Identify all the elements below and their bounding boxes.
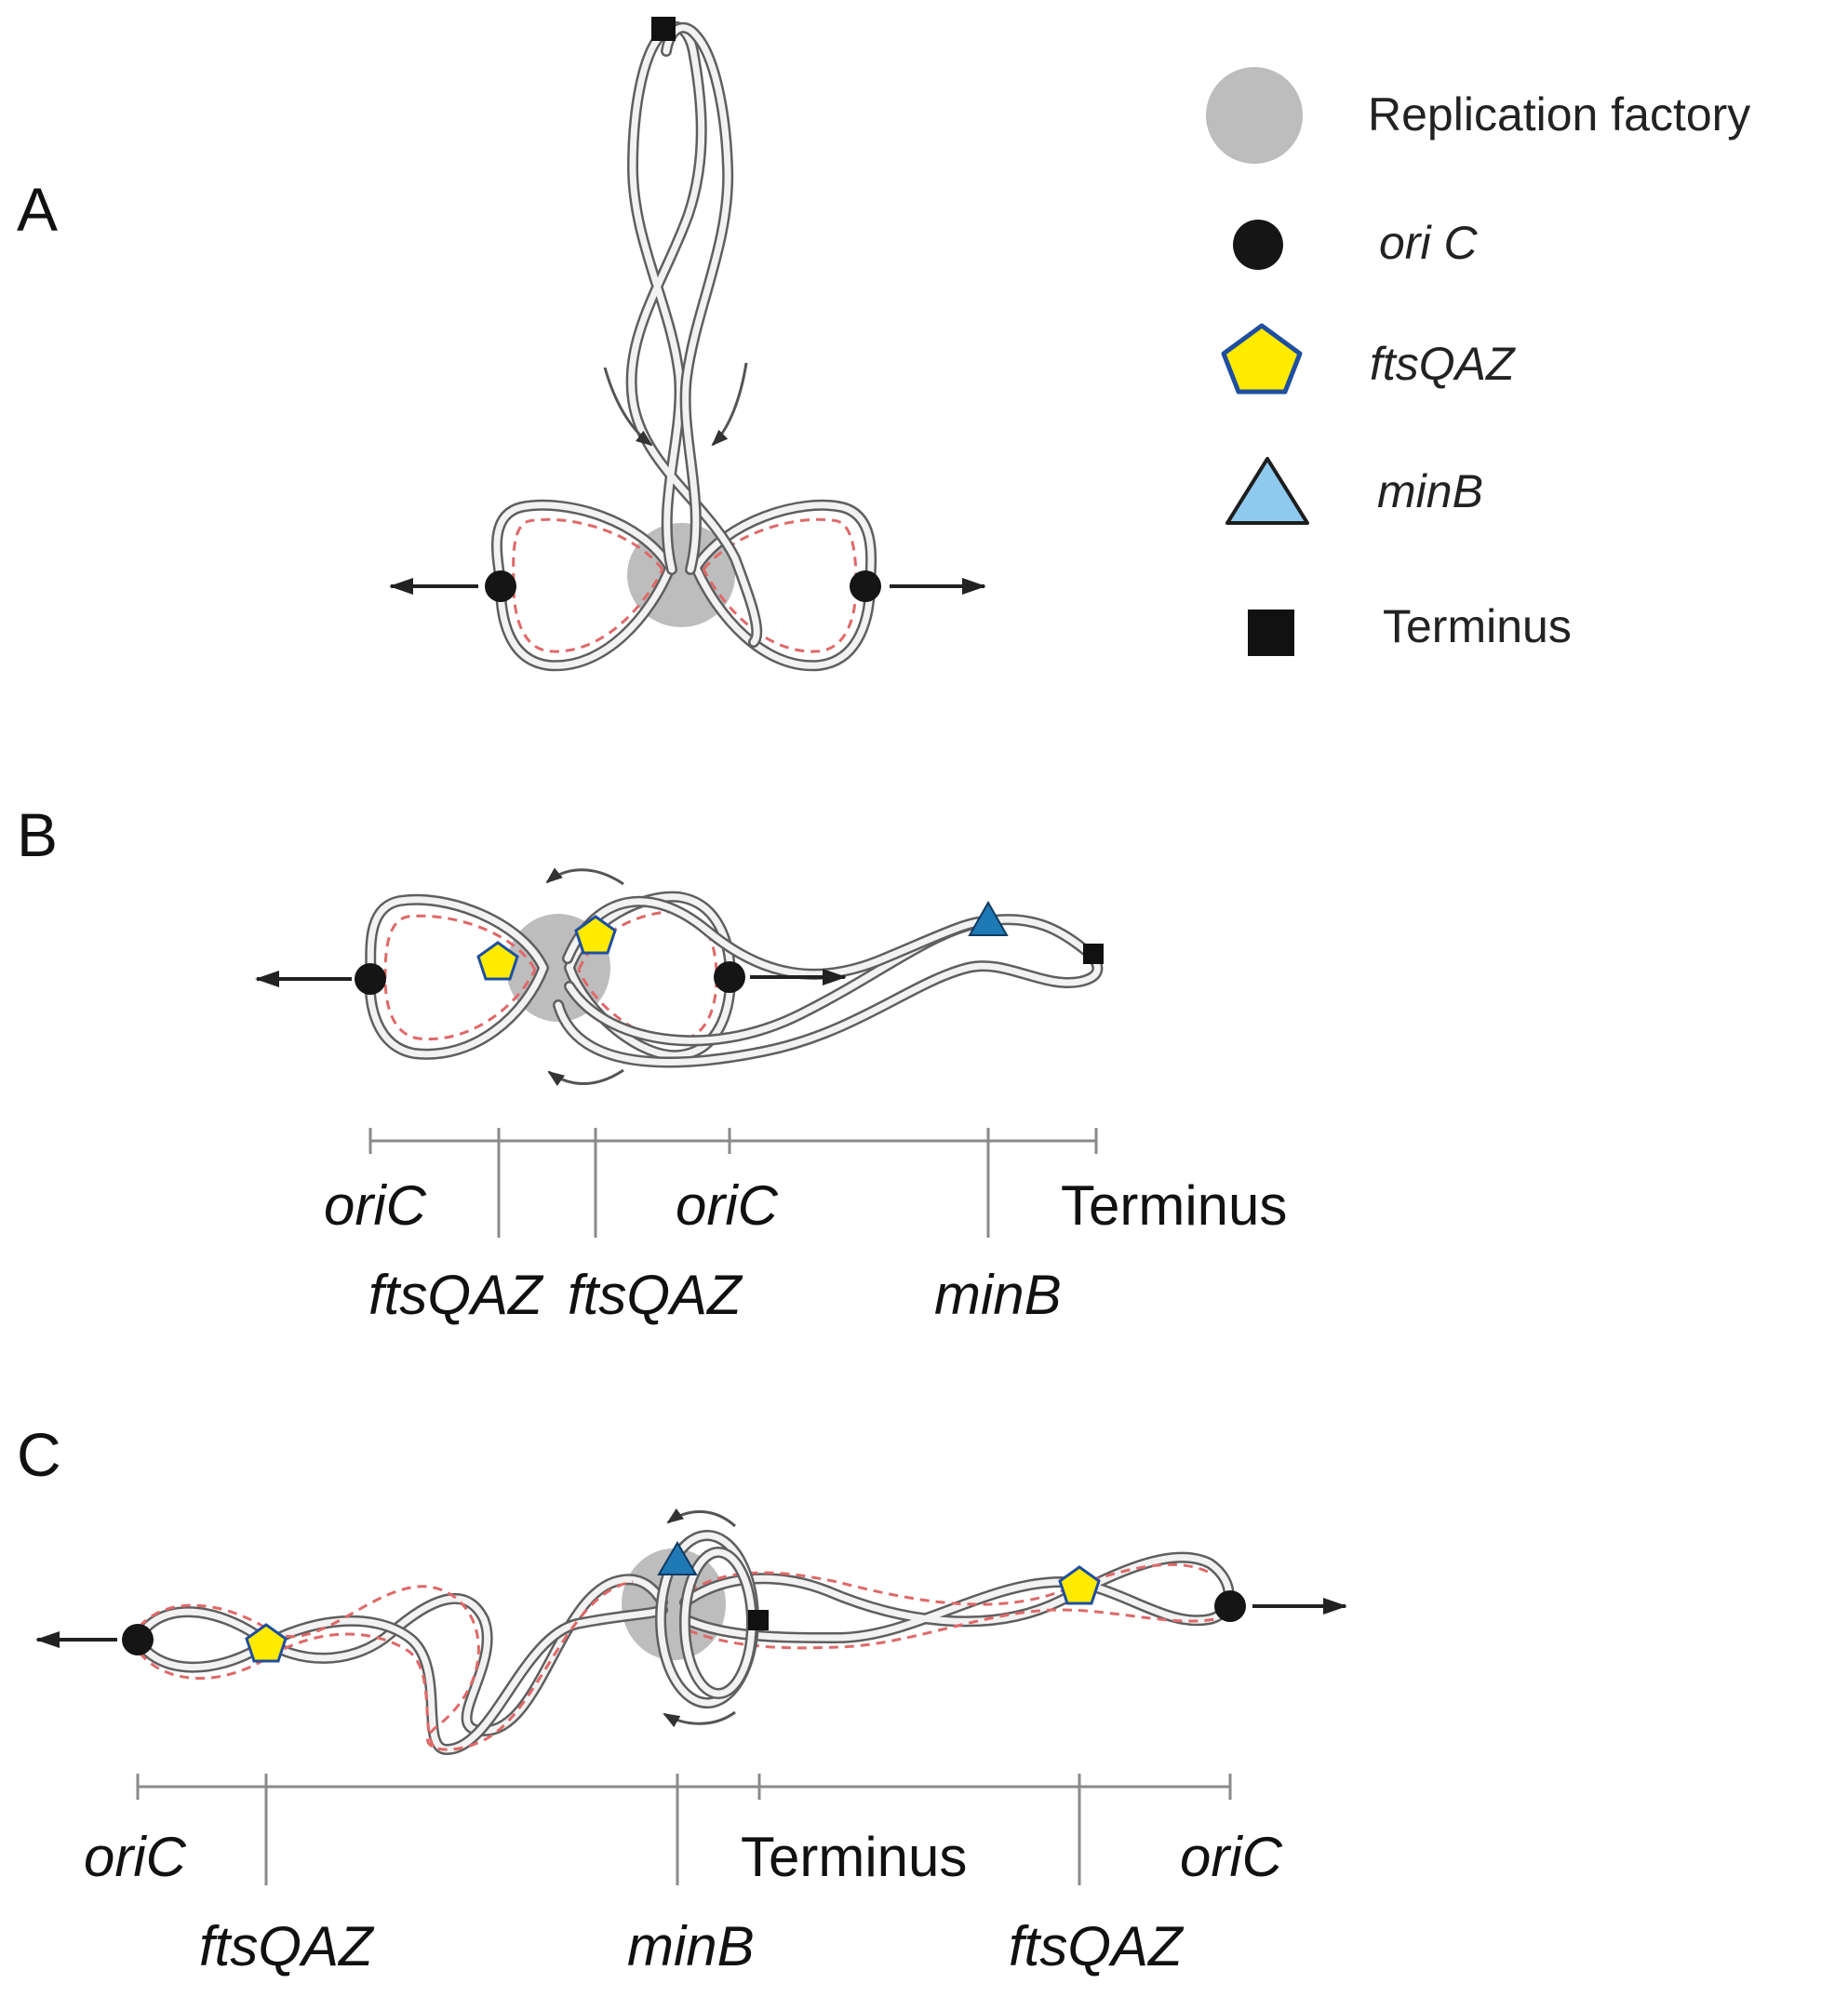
legend-factory-icon [1206,67,1303,164]
panel-c-terminus [748,1610,769,1630]
panel-b-label-terminus: Terminus [1061,1174,1287,1237]
panel-c-minb [657,1541,698,1575]
panel-b-axis: oriC ftsQAZ ftsQAZ oriC minB Terminus [324,1128,1287,1326]
panel-b-curved-arrow-bottom [547,1068,624,1087]
panel-c-label-oric-left: oriC [84,1826,187,1888]
panel-a-twisted-loop [625,20,763,648]
panel-c-replication-factory [622,1548,726,1660]
panel-c-ftsqaz-left [245,1623,288,1663]
panel-b-label-ftsqaz-1: ftsQAZ [368,1264,544,1326]
panel-c-left-arm [132,1574,668,1755]
panel-a-oric-right [850,570,881,602]
panel-a-chromosome [389,17,986,672]
legend-terminus-label: Terminus [1383,600,1572,652]
panel-b-twisted-loop [553,895,1104,1068]
panel-c-curved-arrow-bottom [663,1710,736,1728]
panel-c-oric-left [122,1624,154,1655]
panel-b-curved-arrow-top [545,867,624,886]
panel-a-curved-arrow-right [711,362,748,447]
panel-c-ftsqaz-right [1058,1565,1101,1605]
panel-c-right-arm [679,1551,1235,1650]
panel-c-curved-arrow-top [666,1508,737,1528]
panel-a-curved-arrow-left [603,367,653,447]
panel-b-ftsqaz-2 [574,915,617,955]
legend-oric-label: ori C [1379,217,1478,269]
legend-factory-label: Replication factory [1368,88,1750,141]
panel-c-oric-right [1214,1590,1246,1622]
panel-c-label-oric-right: oriC [1180,1826,1283,1888]
panel-b-label-oric-right: oriC [676,1174,779,1237]
panel-c-label: C [17,1420,61,1489]
panel-b-ftsqaz-1 [476,941,519,981]
legend-oric-icon [1233,220,1283,270]
panel-b-chromosome [255,867,1104,1087]
panel-b-minb [968,900,1009,936]
panel-a-oric-left [485,570,516,602]
legend: Replication factory ori C ftsQAZ minB Te… [1206,67,1750,656]
legend-ftsqaz-icon [1221,323,1303,395]
panel-b-oric-right [714,961,745,993]
legend-minb-label: minB [1377,465,1483,517]
legend-terminus-icon [1248,610,1294,656]
panel-a-label: A [17,175,58,244]
panel-c-label-terminus: Terminus [741,1826,967,1888]
panel-b-label-oric-left: oriC [324,1174,427,1237]
legend-minb-icon [1225,457,1309,525]
panel-c-label-ftsqaz-left: ftsQAZ [199,1915,375,1977]
panel-b-terminus [1083,944,1104,964]
panel-c-label-ftsqaz-right: ftsQAZ [1009,1915,1185,1977]
panel-c-chromosome [35,1508,1347,1755]
panel-b-label-ftsqaz-2: ftsQAZ [568,1264,743,1326]
panel-b-oric-left [355,963,386,995]
legend-ftsqaz-label: ftsQAZ [1370,338,1516,390]
panel-b-label-minb: minB [934,1264,1062,1326]
panel-a-terminus [651,17,676,41]
panel-b-label: B [17,800,58,869]
panel-c-label-minb: minB [627,1915,755,1977]
panel-c-axis: oriC ftsQAZ minB Terminus ftsQAZ oriC [84,1774,1283,1977]
